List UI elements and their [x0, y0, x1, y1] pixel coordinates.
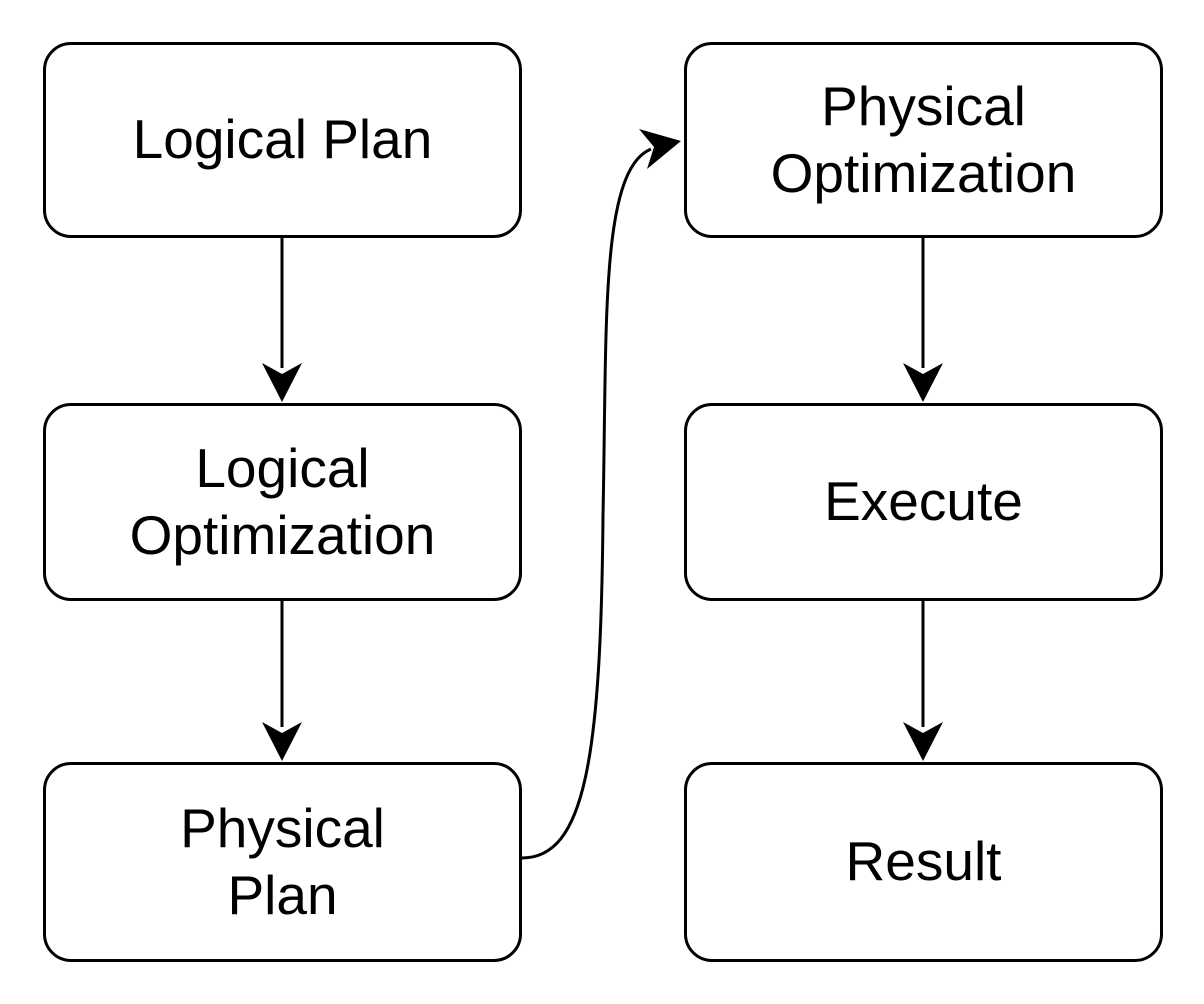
- node-logical-plan-label: Logical Plan: [132, 108, 433, 171]
- node-physical-plan: Physical Plan: [43, 762, 522, 962]
- node-result: Result: [684, 762, 1163, 962]
- edge-execute-to-result: [903, 601, 943, 761]
- node-logical-optimization: Logical Optimization: [43, 403, 522, 601]
- edge-logical-optimization-to-physical-plan: [262, 601, 302, 761]
- node-physical-optimization: Physical Optimization: [684, 42, 1163, 238]
- arrowhead-down-icon: [903, 722, 943, 761]
- node-physical-plan-label: Physical Plan: [180, 796, 385, 926]
- node-result-label: Result: [845, 830, 1002, 893]
- edge-physical-plan-to-physical-optimization: [521, 129, 681, 860]
- node-logical-optimization-label: Logical Optimization: [129, 436, 436, 566]
- node-execute: Execute: [684, 403, 1163, 601]
- arrowhead-down-icon: [903, 363, 943, 402]
- node-physical-optimization-label: Physical Optimization: [770, 74, 1077, 204]
- node-execute-label: Execute: [824, 470, 1023, 533]
- edge-physical-optimization-to-execute: [903, 238, 943, 402]
- arrowhead-down-icon: [262, 722, 302, 761]
- arrowhead-right-icon: [639, 129, 681, 169]
- node-logical-plan: Logical Plan: [43, 42, 522, 238]
- arrowhead-down-icon: [262, 363, 302, 402]
- edge-logical-plan-to-logical-optimization: [262, 238, 302, 402]
